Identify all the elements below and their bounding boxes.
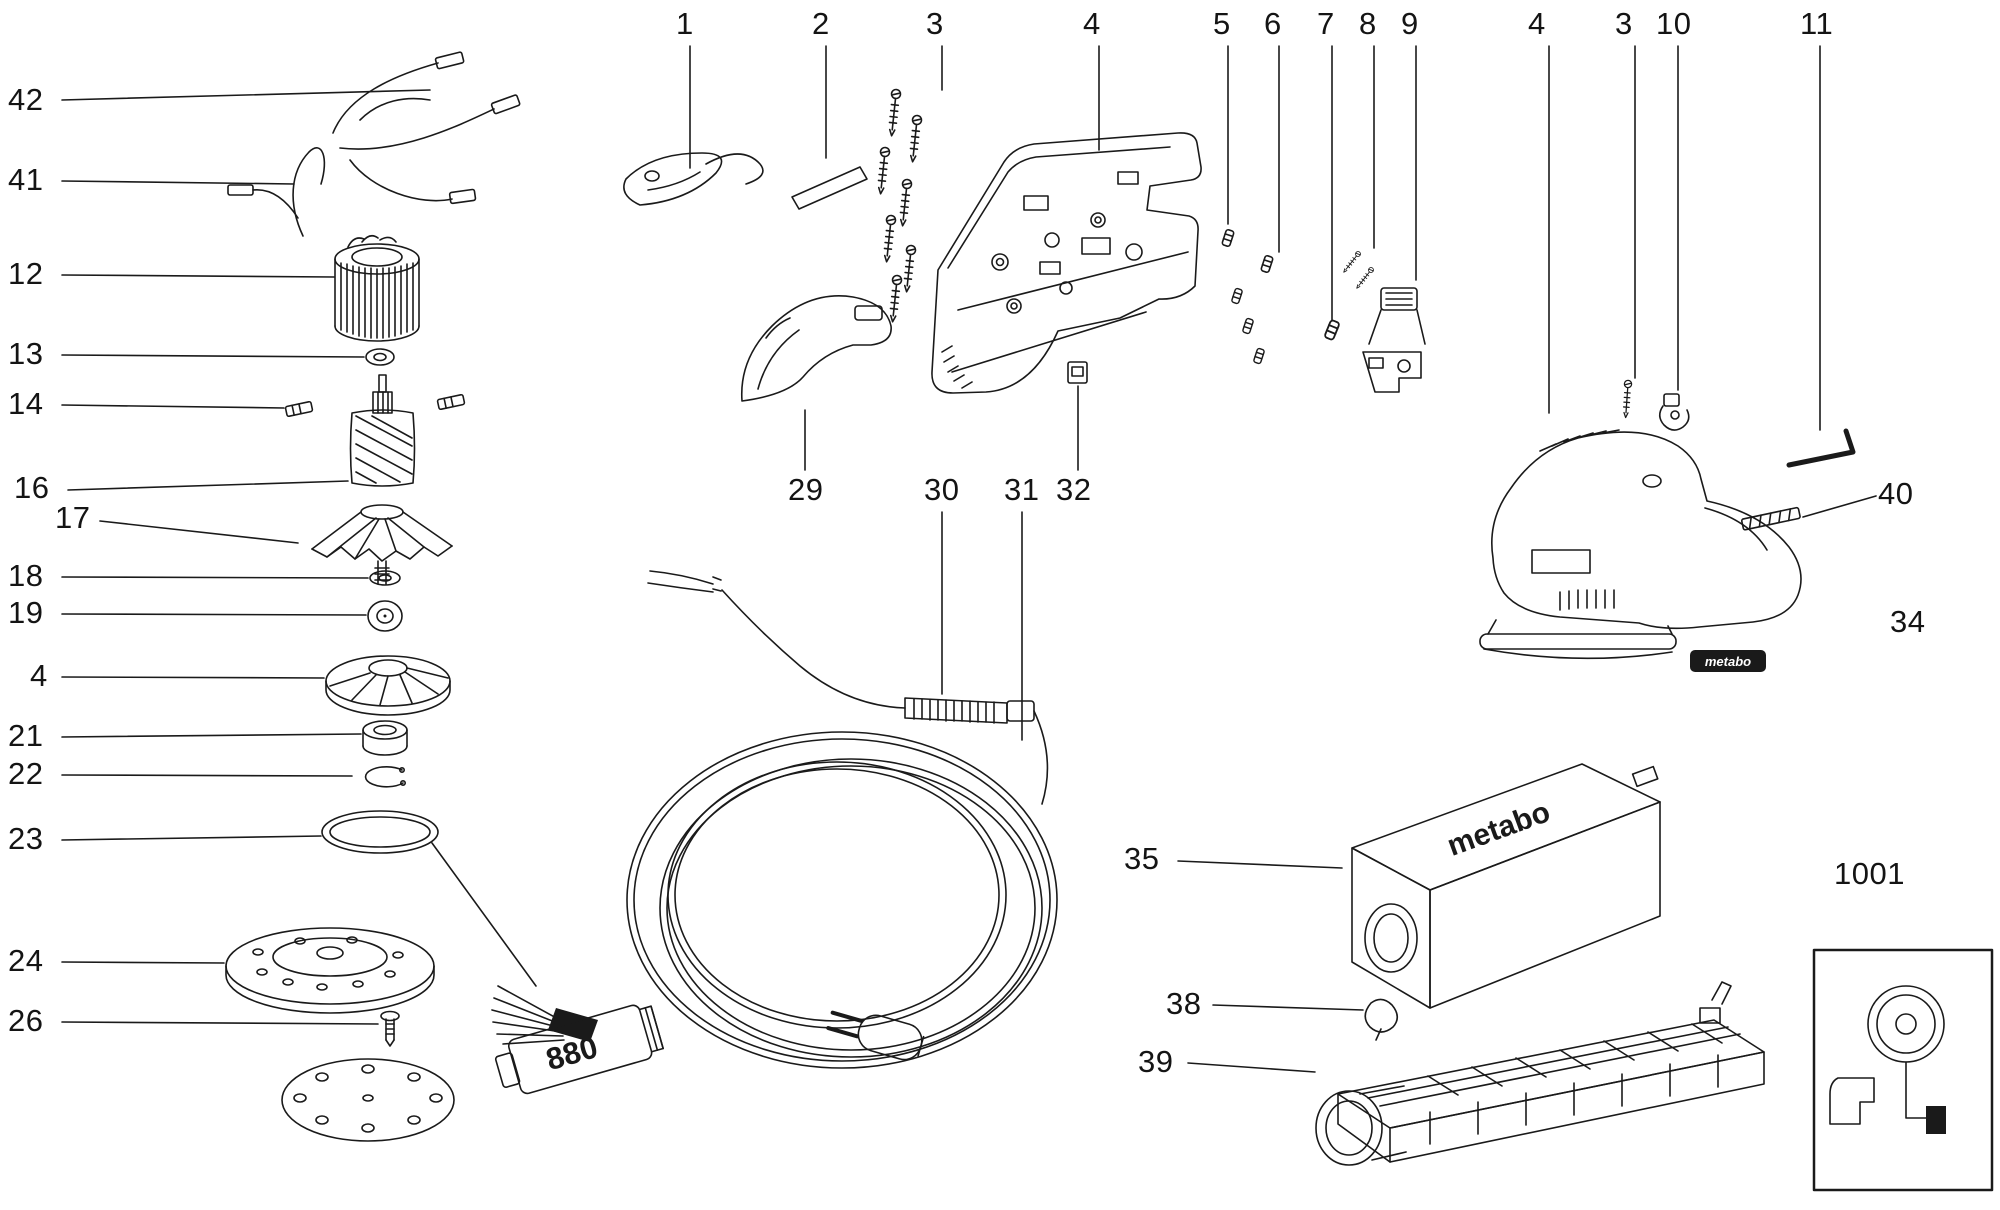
stator-drawing — [334, 234, 420, 342]
part-label-21: 21 — [8, 718, 44, 753]
part-label-23: 23 — [8, 821, 44, 856]
small-screws-drawing — [1341, 250, 1375, 291]
part-label-1001: 1001 — [1834, 856, 1905, 891]
dowel-pins-drawing — [1220, 228, 1341, 365]
switch-drawing — [1362, 287, 1426, 393]
part-label-12: 12 — [8, 256, 44, 291]
part-label-42: 42 — [8, 82, 44, 117]
part-label-7: 7 — [1317, 6, 1335, 41]
fan-impeller-drawing — [325, 655, 451, 716]
leader-lines — [61, 45, 1877, 1073]
part-label-18: 18 — [8, 558, 44, 593]
part-label-10: 10 — [1656, 6, 1692, 41]
part-label-9: 9 — [1401, 6, 1419, 41]
sander-assembly-drawing: metabo — [1479, 429, 1802, 672]
tube-label-text: 880 — [542, 1029, 601, 1077]
dust-bag-drawing: metabo — [1351, 763, 1661, 1009]
part-label-14: 14 — [8, 386, 44, 421]
brush-drawing — [491, 985, 598, 1045]
part-label-22: 22 — [8, 756, 44, 791]
washer-18-drawing — [369, 570, 401, 586]
pad-screw-drawing — [380, 1010, 400, 1047]
part-label-26: 26 — [8, 1003, 44, 1038]
cable-sleeve-block-drawing — [1067, 361, 1088, 384]
part-label-41: 41 — [8, 162, 44, 197]
part-label-24: 24 — [8, 943, 44, 978]
dust-bag-brand-text: metabo — [1443, 795, 1555, 862]
part-label-4-fan: 4 — [30, 658, 48, 693]
sanding-disc-drawing — [281, 1058, 455, 1142]
bearing-holder-drawing — [362, 720, 408, 756]
field-wires-drawing — [332, 51, 521, 205]
part-label-4b: 4 — [1528, 6, 1546, 41]
part-label-35: 35 — [1124, 841, 1160, 876]
hex-key-drawing — [1786, 428, 1856, 468]
filter-frame-drawing — [1315, 981, 1765, 1166]
flat-bar-drawing — [1740, 506, 1801, 531]
valve-flap-drawing — [1364, 998, 1399, 1041]
part-label-5: 5 — [1213, 6, 1231, 41]
key-pins-drawing — [284, 393, 466, 418]
part-label-39: 39 — [1138, 1044, 1174, 1079]
part-label-30: 30 — [924, 472, 960, 507]
part-label-2: 2 — [812, 6, 830, 41]
accessory-box-drawing — [1812, 948, 1994, 1192]
part-label-16: 16 — [14, 470, 50, 505]
lead-wire-drawing — [227, 147, 326, 237]
part-label-40: 40 — [1878, 476, 1914, 511]
part-label-8: 8 — [1359, 6, 1377, 41]
clamp-lever-drawing — [623, 152, 764, 206]
part-label-13: 13 — [8, 336, 44, 371]
housing-half-drawing — [931, 132, 1202, 394]
part-label-4: 4 — [1083, 6, 1101, 41]
washer-13-drawing — [365, 348, 395, 366]
part-label-19: 19 — [8, 595, 44, 630]
part-label-32: 32 — [1056, 472, 1092, 507]
part-label-3b: 3 — [1615, 6, 1633, 41]
metabo-plate-text: metabo — [1705, 654, 1751, 669]
part-label-38: 38 — [1166, 986, 1202, 1021]
bearing-drawing — [367, 600, 403, 632]
part-label-17: 17 — [55, 500, 91, 535]
part-label-3: 3 — [926, 6, 944, 41]
part-label-29: 29 — [788, 472, 824, 507]
cord-clip-drawing — [1658, 393, 1690, 431]
backing-pad-drawing — [225, 927, 435, 1014]
part-label-34: 34 — [1890, 604, 1926, 639]
part-label-11: 11 — [1800, 6, 1834, 41]
part-label-31: 31 — [1004, 472, 1040, 507]
seal-ring-drawing — [321, 810, 439, 854]
pad-brake-screw-drawing — [1621, 379, 1633, 419]
housing-screws-drawing — [875, 88, 923, 324]
name-plate-drawing — [791, 166, 868, 210]
circlip-drawing — [364, 766, 406, 788]
part-label-1: 1 — [676, 6, 694, 41]
palm-grip-drawing — [740, 295, 892, 402]
armature-drawing — [311, 374, 453, 585]
power-cord-drawing — [626, 570, 1058, 1069]
part-label-6: 6 — [1264, 6, 1282, 41]
